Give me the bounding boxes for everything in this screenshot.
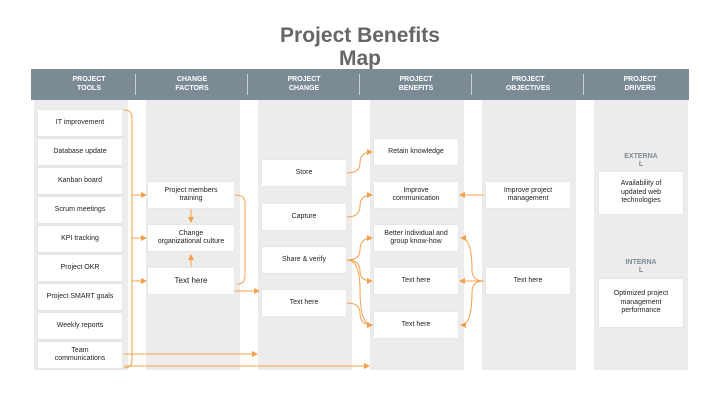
col-header-change-factors: CHANGE FACTORS [175, 76, 209, 92]
tool-item: IT improvement [38, 110, 122, 137]
driver-box-internal: Optimized project management performance [599, 279, 683, 327]
col-header-project-drivers: PROJECT DRIVERS [623, 76, 657, 92]
project-objective-box: Improve project management [486, 182, 570, 208]
tool-item: Project OKR [38, 255, 122, 282]
header-divider [583, 74, 584, 95]
tool-item: Scrum meetings [38, 197, 122, 224]
tool-item: Kanban board [38, 168, 122, 195]
col-header-project-change: PROJECT CHANGE [287, 76, 321, 92]
header-divider [359, 74, 360, 95]
change-factor-box: Project members training [148, 182, 234, 208]
project-change-box: Text here [262, 290, 346, 316]
tool-item: Weekly reports [38, 313, 122, 340]
tool-item: Database update [38, 139, 122, 166]
header-divider [135, 74, 136, 95]
project-change-box: Capture [262, 204, 346, 230]
project-objective-box: Text here [486, 268, 570, 294]
change-factor-box: Change organizational culture [148, 225, 234, 251]
col-header-tools: PROJECT TOOLS [72, 76, 106, 92]
column-bg-project-change [258, 100, 352, 370]
driver-label-external: EXTERNA L [624, 153, 658, 168]
header-divider [471, 74, 472, 95]
tool-item: Project SMART goals [38, 284, 122, 311]
project-benefit-box: Improve communication [374, 182, 458, 208]
driver-box-external: Availability of updated web technologies [599, 172, 683, 214]
project-benefit-box: Text here [374, 312, 458, 338]
col-header-project-objectives: PROJECT OBJECTIVES [505, 76, 551, 92]
header-bar [31, 69, 689, 100]
project-benefit-box: Better individual and group know-how [374, 225, 458, 251]
column-bg-project-objectives [482, 100, 576, 370]
col-header-project-benefits: PROJECT BENEFITS [398, 76, 434, 92]
tool-item: KPI tracking [38, 226, 122, 253]
driver-label-internal: INTERNA L [625, 259, 657, 274]
project-change-box: Store [262, 160, 346, 186]
header-divider [247, 74, 248, 95]
change-factor-box: Text here [148, 268, 234, 294]
project-change-box: Share & verify [262, 247, 346, 273]
project-benefit-box: Retain knowledge [374, 139, 458, 165]
project-benefit-box: Text here [374, 268, 458, 294]
page-title: Project Benefits Map [280, 24, 440, 70]
tool-item: Team communications [38, 342, 122, 369]
